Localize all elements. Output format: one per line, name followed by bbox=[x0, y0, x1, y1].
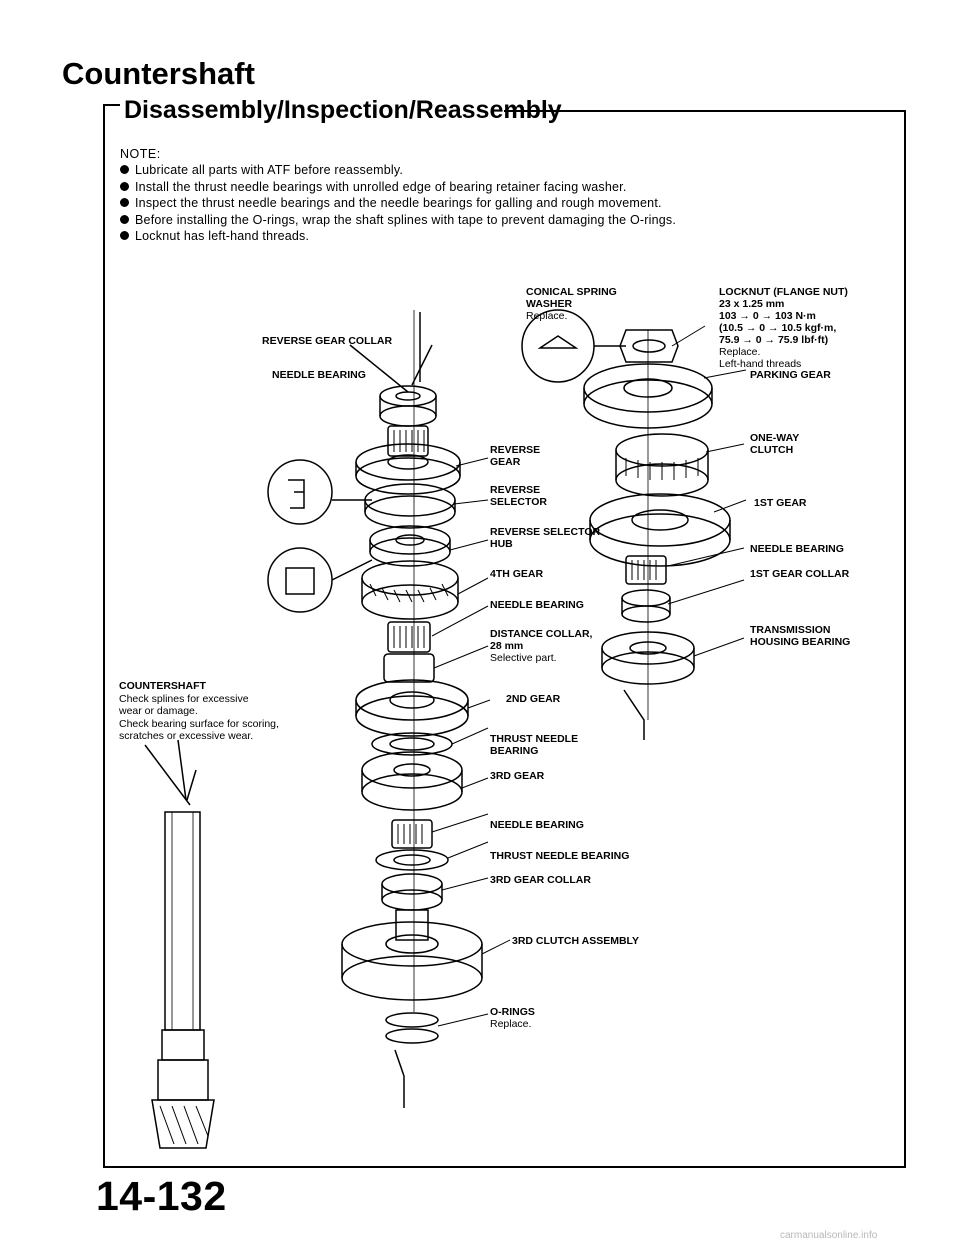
thrust-needle-bearing-label: THRUST NEEDLE BEARING bbox=[490, 850, 630, 862]
needle-bearing-part bbox=[625, 555, 667, 585]
bullet-icon bbox=[120, 198, 129, 207]
arrow-up-icon bbox=[394, 1049, 405, 1108]
note-item: Locknut has left-hand threads. bbox=[120, 228, 676, 245]
conical-spring-washer-part bbox=[521, 309, 626, 383]
frame-right bbox=[904, 110, 906, 1168]
page-number: 14-132 bbox=[96, 1173, 227, 1219]
fourth-gear-part bbox=[361, 560, 459, 620]
o-rings-label: O-RINGS Replace. bbox=[490, 1006, 535, 1030]
bullet-icon bbox=[120, 181, 129, 191]
first-gear-collar-part bbox=[621, 589, 671, 623]
countershaft-label: COUNTERSHAFT Check splines for excessive… bbox=[119, 680, 279, 742]
reverse-gear-collar-label: REVERSE GEAR COLLAR bbox=[262, 335, 393, 347]
transmission-housing-bearing-part bbox=[601, 631, 695, 685]
one-way-clutch-part bbox=[615, 433, 709, 497]
parking-gear-label: PARKING GEAR bbox=[750, 369, 831, 381]
frame-left bbox=[103, 104, 105, 1168]
reverse-selector-part bbox=[364, 483, 456, 529]
notes-list: Lubricate all parts with ATF before reas… bbox=[120, 162, 676, 245]
reverse-selector-hub-label: REVERSE SELECTOR HUB bbox=[490, 526, 601, 550]
arrow-up-icon bbox=[623, 689, 645, 740]
o-rings-part bbox=[385, 1012, 439, 1044]
parking-gear-part bbox=[583, 363, 713, 429]
one-way-clutch-label: ONE-WAY CLUTCH bbox=[750, 432, 800, 456]
reverse-gear-part bbox=[355, 443, 461, 495]
frame-top-right bbox=[504, 110, 906, 112]
third-clutch-assembly-part bbox=[341, 909, 483, 1001]
countershaft-part bbox=[151, 811, 215, 1149]
page-title: Countershaft bbox=[62, 56, 255, 91]
first-gear-collar-label: 1ST GEAR COLLAR bbox=[750, 568, 850, 580]
arrow-down-icon bbox=[349, 312, 433, 393]
third-gear-part bbox=[361, 751, 463, 811]
second-gear-label: 2ND GEAR bbox=[506, 693, 561, 705]
reverse-selector-label: REVERSE SELECTOR bbox=[490, 484, 547, 508]
distance-collar-label: DISTANCE COLLAR, 28 mm Selective part. bbox=[490, 628, 593, 664]
thrust-needle-bearing-part bbox=[375, 849, 449, 871]
third-gear-label: 3RD GEAR bbox=[490, 770, 545, 782]
bullet-icon bbox=[120, 214, 129, 224]
needle-bearing-label: NEEDLE BEARING bbox=[490, 819, 584, 831]
bullet-icon bbox=[120, 165, 129, 174]
note-item: Install the thrust needle bearings with … bbox=[120, 179, 676, 196]
third-clutch-assembly-label: 3RD CLUTCH ASSEMBLY bbox=[512, 935, 639, 947]
needle-bearing-part bbox=[387, 621, 431, 653]
reverse-gear-label: REVERSE GEAR bbox=[490, 444, 541, 468]
first-gear-part bbox=[589, 493, 731, 567]
conical-spring-washer-label: CONICAL SPRING WASHER Replace. bbox=[526, 286, 617, 322]
bullet-icon bbox=[120, 231, 129, 240]
watermark: carmanualsonline.info bbox=[780, 1230, 878, 1241]
distance-collar-part bbox=[383, 653, 435, 683]
reverse-selector-hub-part bbox=[369, 525, 451, 567]
needle-bearing-part bbox=[387, 425, 429, 457]
frame-top-left bbox=[103, 104, 120, 106]
frame-bottom bbox=[103, 1166, 906, 1168]
note-item: Lubricate all parts with ATF before reas… bbox=[120, 162, 676, 179]
leader-lines bbox=[431, 325, 747, 1027]
fourth-gear-label: 4TH GEAR bbox=[490, 568, 544, 580]
transmission-housing-bearing-label: TRANSMISSION HOUSING BEARING bbox=[750, 624, 851, 648]
second-gear-part bbox=[355, 679, 469, 737]
needle-bearing-part bbox=[391, 819, 433, 849]
locknut-label: LOCKNUT (FLANGE NUT) 23 x 1.25 mm 103 → … bbox=[719, 286, 848, 370]
needle-bearing-label: NEEDLE BEARING bbox=[750, 543, 844, 555]
note-item: Inspect the thrust needle bearings and t… bbox=[120, 195, 676, 212]
arrow-down-icon bbox=[144, 739, 197, 806]
note-item: Before installing the O-rings, wrap the … bbox=[120, 212, 676, 229]
locknut-part bbox=[619, 329, 679, 363]
third-gear-collar-label: 3RD GEAR COLLAR bbox=[490, 874, 591, 886]
needle-bearing-label: NEEDLE BEARING bbox=[272, 369, 366, 381]
first-gear-label: 1ST GEAR bbox=[754, 497, 807, 509]
section-subtitle: Disassembly/Inspection/Reassembly bbox=[124, 96, 562, 124]
thrust-needle-bearing-label: THRUST NEEDLE BEARING bbox=[490, 733, 579, 757]
reverse-selector-detail bbox=[267, 459, 372, 525]
selector-hub-detail bbox=[267, 547, 373, 613]
note-heading: NOTE: bbox=[120, 147, 161, 161]
needle-bearing-label: NEEDLE BEARING bbox=[490, 599, 584, 611]
reverse-gear-collar-part bbox=[379, 385, 437, 427]
third-gear-collar-part bbox=[381, 873, 443, 911]
